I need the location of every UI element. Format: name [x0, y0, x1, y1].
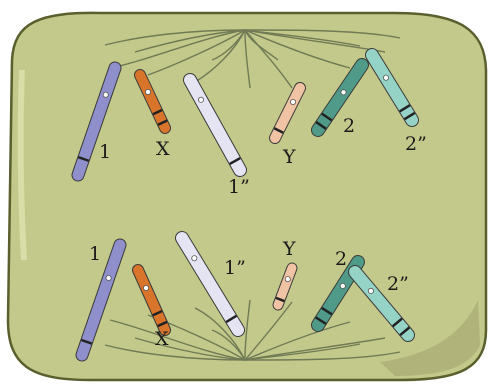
label-top-chr2p: 2” [405, 133, 427, 155]
cell-highlight-left [21, 70, 24, 260]
bottom-chromosome-1p-centromere [192, 256, 197, 261]
label-top-chrX: X [156, 138, 170, 160]
label-bottom-chr1: 1 [89, 243, 101, 265]
label-top-chr2: 2 [343, 115, 355, 137]
top-chromosome-x-centromere [145, 89, 150, 94]
label-bottom-chr1p: 1” [224, 257, 246, 279]
top-chromosome-y-centromere [290, 99, 295, 104]
bottom-chromosome-x-centromere [144, 285, 149, 290]
bottom-chromosome-y-centromere [285, 277, 290, 282]
top-chromosome-1p-centromere [198, 97, 203, 102]
top-chromosome-2p-centromere [383, 75, 388, 80]
bottom-chromosome-1-centromere [106, 275, 111, 280]
label-bottom-chrY: Y [282, 238, 296, 260]
label-bottom-chr2p: 2” [387, 273, 409, 295]
label-top-chr1p: 1” [228, 176, 250, 198]
label-top-chrY: Y [282, 146, 296, 168]
bottom-chromosome-2p-centromere [368, 288, 373, 293]
label-bottom-chrX: X [155, 328, 169, 350]
top-chromosome-2-centromere [341, 90, 346, 95]
label-bottom-chr2: 2 [335, 248, 347, 270]
top-chromosome-1-centromere [103, 92, 108, 97]
label-top-chr1: 1 [99, 141, 111, 163]
bottom-chromosome-2-centromere [340, 283, 345, 288]
